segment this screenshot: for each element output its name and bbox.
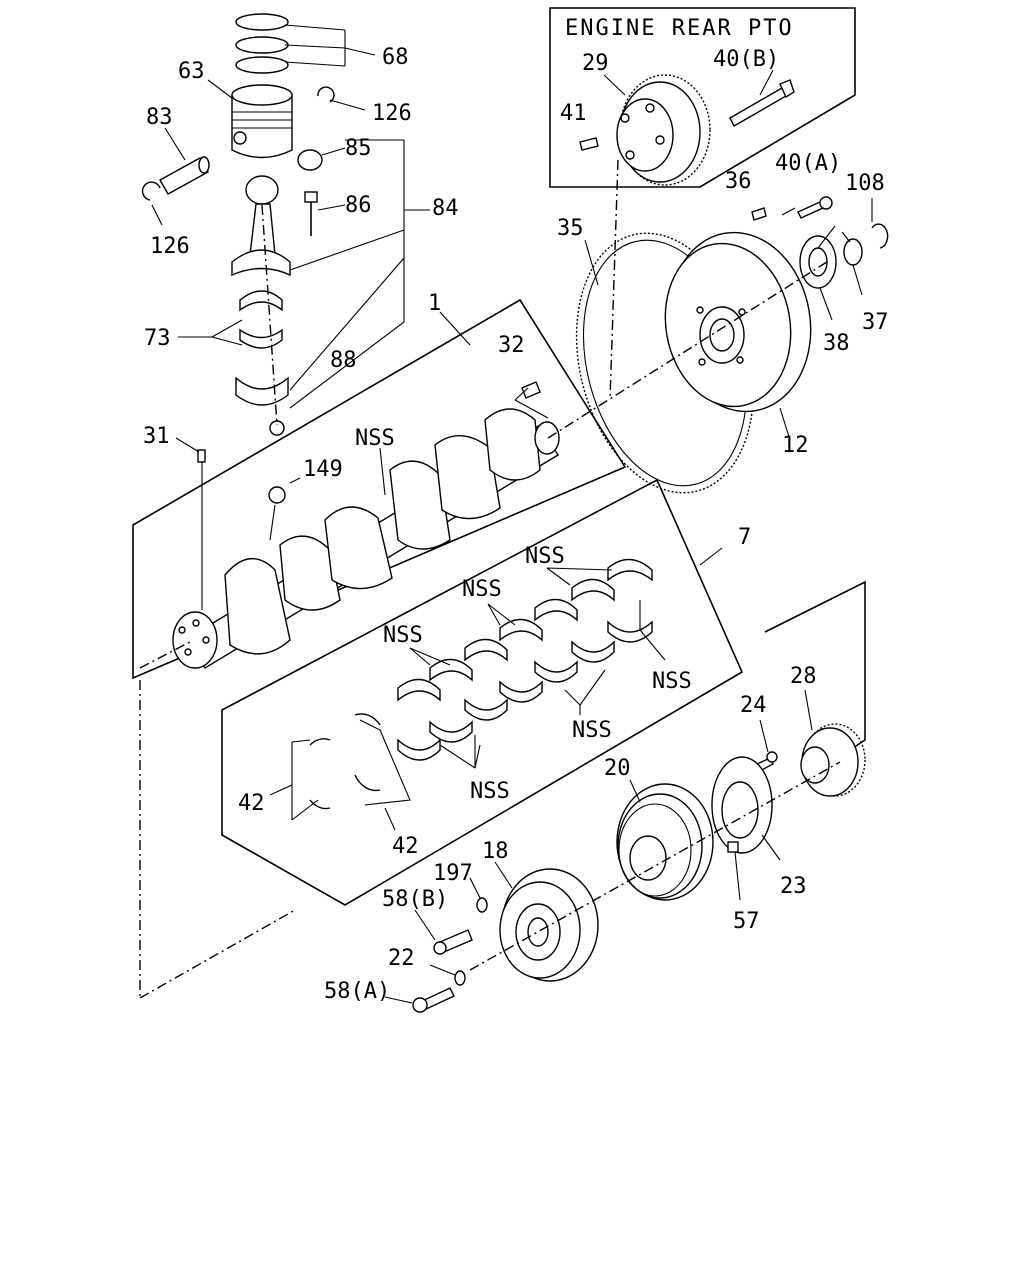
flywheel-12 (664, 231, 812, 413)
callout-86: 86 (345, 193, 372, 218)
gear-149 (268, 486, 286, 504)
callout-126-bottom: 126 (150, 234, 190, 259)
pin-36 (751, 207, 767, 221)
callout-1: 1 (428, 291, 441, 316)
rod-cap (235, 376, 289, 406)
callout-126-top: 126 (372, 101, 412, 126)
callout-40b: 40(B) (713, 47, 779, 72)
callout-57: 57 (733, 909, 760, 934)
callout-85: 85 (345, 136, 372, 161)
front-pulley-group (139, 580, 866, 1013)
callout-nss-2: NSS (462, 577, 502, 602)
callout-nss-5: NSS (572, 718, 612, 743)
callout-31: 31 (143, 424, 170, 449)
pin-41 (579, 137, 599, 151)
callout-nss-3: NSS (383, 623, 423, 648)
callout-108: 108 (845, 171, 885, 196)
pto-gear-29 (616, 74, 711, 186)
piston-pin-83 (159, 156, 210, 195)
callout-labels: 68 63 126 83 85 86 84 126 73 88 1 32 31 … (143, 45, 889, 1004)
callout-18: 18 (482, 839, 509, 864)
piston-rings-68 (235, 13, 376, 74)
callout-28: 28 (790, 664, 817, 689)
callout-nss-4: NSS (652, 669, 692, 694)
callout-84: 84 (432, 196, 459, 221)
callout-38: 38 (823, 331, 850, 356)
snap-ring-126-bottom (141, 181, 161, 201)
thrust-washers-42 (269, 713, 411, 831)
callout-32: 32 (498, 333, 525, 358)
pin-57 (727, 841, 739, 853)
washer-197 (476, 897, 488, 913)
callout-42-right: 42 (392, 834, 419, 859)
engine-rear-pto-title: ENGINE REAR PTO (565, 16, 794, 41)
callout-149: 149 (303, 457, 343, 482)
callout-83: 83 (146, 105, 173, 130)
bolt-40a (797, 196, 833, 219)
main-bearing-shells (397, 558, 653, 761)
callout-22: 22 (388, 946, 415, 971)
bushing-85 (297, 149, 323, 171)
callout-37: 37 (862, 310, 889, 335)
rod-bolt-86 (304, 191, 318, 236)
bolt-58a (412, 987, 455, 1013)
callout-29: 29 (582, 51, 609, 76)
callout-35: 35 (557, 216, 584, 241)
callout-42-left: 42 (238, 791, 265, 816)
connecting-rod (231, 175, 291, 277)
crankshaft (172, 408, 560, 669)
rod-nut-88 (269, 420, 285, 436)
callout-58a: 58(A) (324, 979, 390, 1004)
pilot-bearing-38 (799, 235, 837, 289)
callout-23: 23 (780, 874, 807, 899)
callout-73: 73 (144, 326, 171, 351)
rod-bearings-73 (239, 290, 283, 349)
callout-63: 63 (178, 59, 205, 84)
snap-ring-126-top (317, 86, 335, 103)
damper-pulley-20 (616, 783, 714, 901)
piston-63 (231, 84, 293, 159)
dowel-32 (521, 381, 541, 399)
retainer-plate-23 (711, 756, 773, 854)
engine-rear-pto-panel: ENGINE REAR PTO (549, 7, 856, 188)
callout-58b: 58(B) (382, 887, 448, 912)
callout-197: 197 (433, 861, 473, 886)
snap-ring-108 (871, 223, 889, 249)
callout-20: 20 (604, 756, 631, 781)
callout-88: 88 (330, 348, 357, 373)
callout-68: 68 (382, 45, 409, 70)
callout-nss-1: NSS (525, 544, 565, 569)
seal-37 (843, 238, 863, 266)
bolt-40b (729, 79, 795, 127)
callout-36: 36 (725, 169, 752, 194)
callout-7: 7 (738, 525, 751, 550)
callout-41: 41 (560, 101, 587, 126)
flywheel-group (547, 159, 889, 494)
callout-nss-6: NSS (470, 779, 510, 804)
crankshaft-assembly-1 (132, 298, 627, 680)
piston-group (141, 13, 430, 436)
callout-40a: 40(A) (775, 151, 841, 176)
bolt-58b (433, 929, 473, 955)
crank-gear-28 (800, 723, 866, 797)
washer-22 (454, 970, 466, 986)
callout-24: 24 (740, 693, 767, 718)
callout-nss-crank: NSS (355, 426, 395, 451)
callout-12: 12 (782, 433, 809, 458)
main-bearings-7 (221, 478, 744, 906)
pulley-18 (499, 868, 599, 982)
